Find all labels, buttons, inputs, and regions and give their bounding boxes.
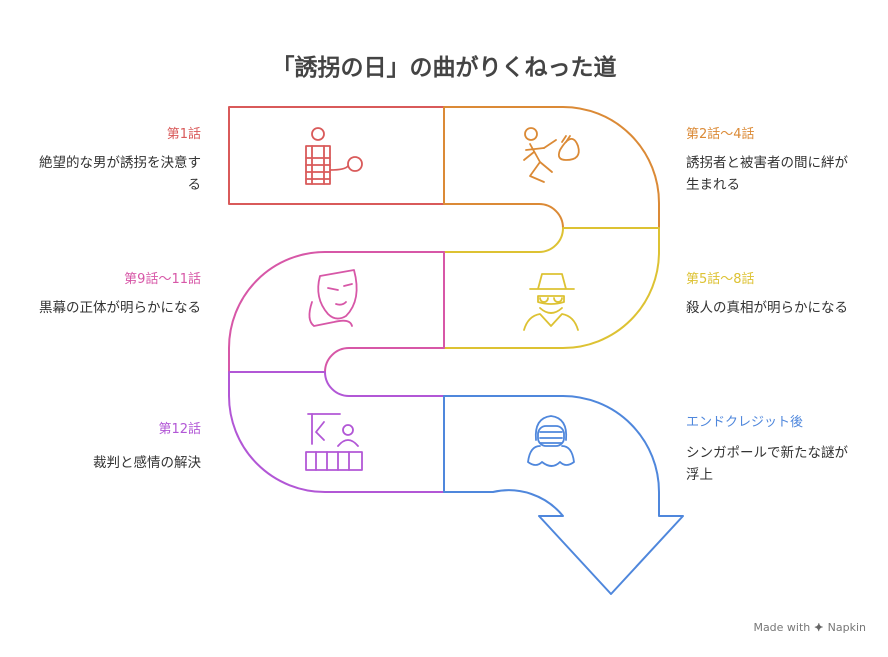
stage-4-segment <box>228 251 445 373</box>
stage-6-title: エンドクレジット後 <box>686 415 804 430</box>
prisoner-icon <box>305 127 363 185</box>
napkin-logo-icon: ⯌ <box>814 620 824 634</box>
stage-3-description: 殺人の真相が明らかになる <box>686 300 848 316</box>
brand-label: Napkin <box>827 621 866 634</box>
stage-2-description: 誘拐者と被害者の間に絆が生まれる <box>686 155 848 193</box>
stage-1-segment <box>228 106 445 205</box>
kidnapper-with-sack-icon <box>523 127 580 183</box>
stage-2-title: 第2話〜4話 <box>686 127 755 142</box>
detective-icon <box>523 273 579 331</box>
stage-6-description: シンガポールで新たな謎が浮上 <box>686 445 848 483</box>
stage-4-description: 黒幕の正体が明らかになる <box>39 300 201 316</box>
stage-4-title: 第9話〜11話 <box>124 272 201 287</box>
stage-1-description: 絶望的な男が誘拐を決意する <box>39 155 201 193</box>
stage-6-arrow <box>443 395 684 595</box>
stage-3-segment <box>443 227 660 349</box>
stage-2-segment <box>443 106 660 229</box>
stage-1-title: 第1話 <box>166 127 201 142</box>
made-with-napkin: Made with ⯌ Napkin <box>753 620 866 635</box>
stage-5-title: 第12話 <box>158 422 201 437</box>
page-title: 「誘拐の日」の曲がりくねった道 <box>271 55 617 81</box>
stage-5-segment <box>228 371 445 493</box>
courtroom-icon <box>305 413 363 471</box>
stage-3-title: 第5話〜8話 <box>686 272 755 287</box>
made-with-label: Made with <box>753 621 811 634</box>
mask-icon <box>308 269 358 327</box>
stage-5-description: 裁判と感情の解決 <box>93 455 201 471</box>
spy-icon <box>527 415 575 467</box>
